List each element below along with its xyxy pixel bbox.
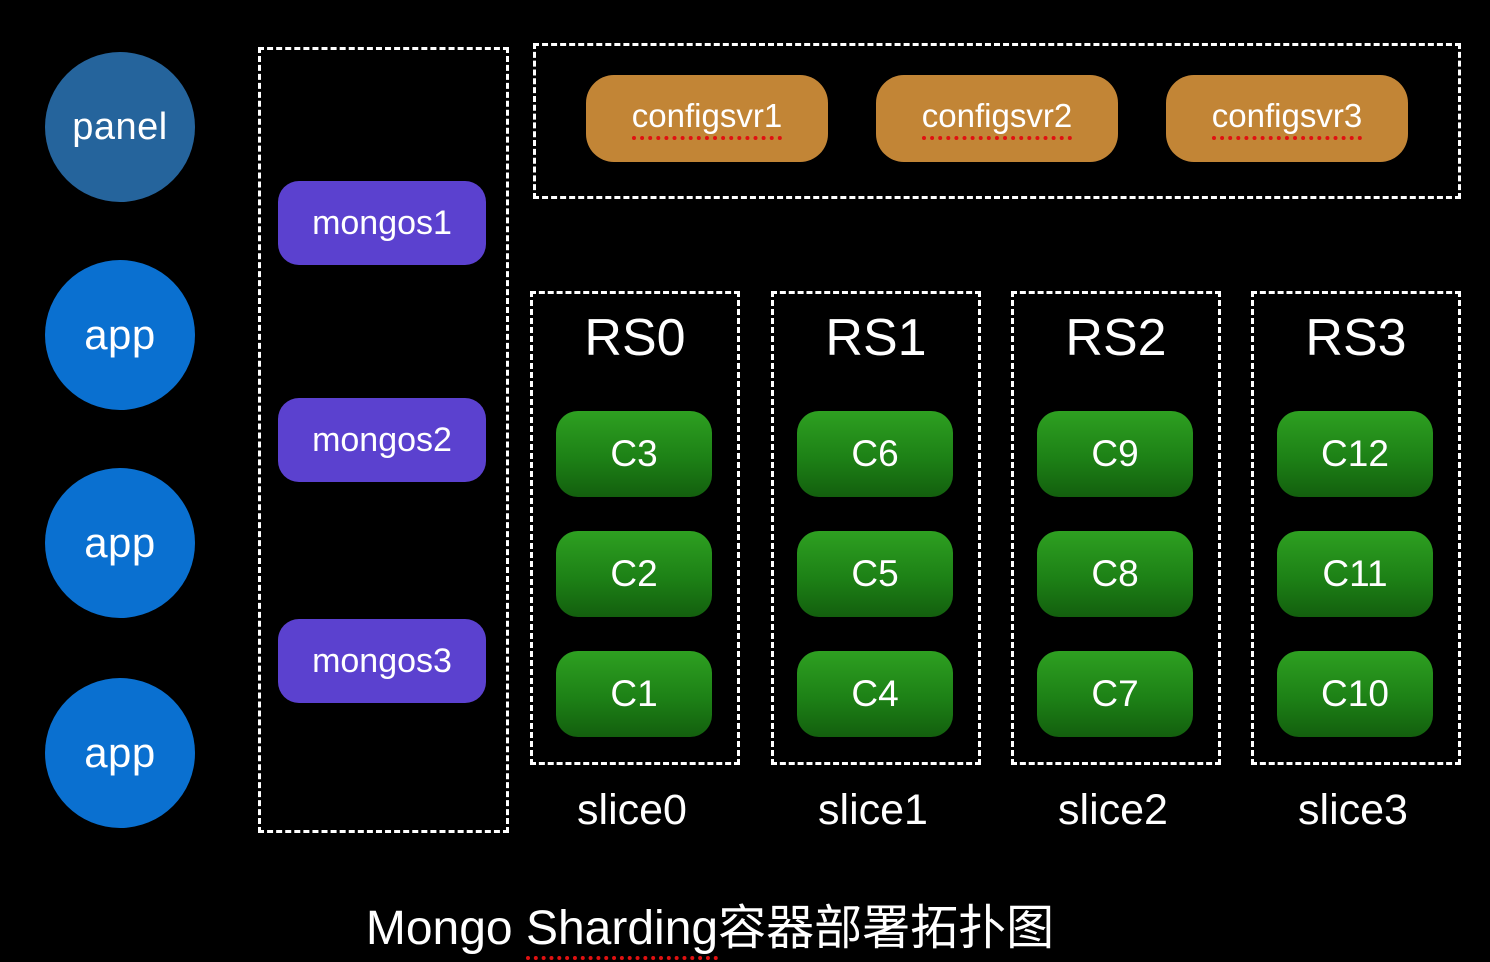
diagram-title-pre: Mongo (365, 902, 526, 955)
container-node: C10 (1277, 651, 1433, 737)
configsvr-group-box: configsvr1 configsvr2 configsvr3 (533, 43, 1461, 199)
container-label: C7 (1091, 673, 1139, 714)
panel-node-label: panel (72, 105, 168, 148)
configsvr3-label: configsvr3 (1211, 97, 1363, 140)
container-node: C6 (797, 411, 953, 497)
rs1-title: RS1 (825, 309, 927, 367)
slice2-label: slice2 (1058, 786, 1168, 834)
app-node-label: app (84, 729, 156, 776)
container-label: C12 (1321, 433, 1389, 474)
rs3-title: RS3 (1305, 309, 1407, 367)
rs0-title: RS0 (584, 309, 686, 367)
container-label: C3 (610, 433, 658, 474)
container-label: C1 (610, 673, 658, 714)
mongos1-node: mongos1 (278, 181, 486, 265)
container-node: C4 (797, 651, 953, 737)
slice1-label: slice1 (818, 786, 928, 834)
rs2-title: RS2 (1065, 309, 1167, 367)
slice3-label: slice3 (1298, 786, 1408, 834)
diagram-title-post: 容器部署拓扑图 (718, 902, 1055, 955)
container-node: C3 (556, 411, 712, 497)
container-node: C9 (1037, 411, 1193, 497)
configsvr1-label: configsvr1 (631, 97, 783, 140)
container-label: C8 (1091, 553, 1139, 594)
app-node-2: app (45, 468, 195, 618)
diagram-title-misspelled-word: Sharding (525, 902, 719, 960)
replica-set-rs2-box: RS2 C9 C8 C7 (1011, 291, 1221, 765)
replica-set-rs0-box: RS0 C3 C2 C1 (530, 291, 740, 765)
container-label: C6 (851, 433, 899, 474)
container-label: C2 (610, 553, 658, 594)
app-node-label: app (84, 311, 156, 358)
container-node: C11 (1277, 531, 1433, 617)
app-node-label: app (84, 519, 156, 566)
container-label: C9 (1091, 433, 1139, 474)
container-label: C4 (851, 673, 899, 714)
configsvr3-node: configsvr3 (1166, 75, 1408, 162)
app-node-3: app (45, 678, 195, 828)
container-node: C8 (1037, 531, 1193, 617)
mongos2-node: mongos2 (278, 398, 486, 482)
container-label: C5 (851, 553, 899, 594)
container-node: C5 (797, 531, 953, 617)
container-label: C10 (1321, 673, 1389, 714)
configsvr1-node: configsvr1 (586, 75, 828, 162)
mongos3-node: mongos3 (278, 619, 486, 703)
app-node-1: app (45, 260, 195, 410)
mongos2-label: mongos2 (312, 420, 452, 459)
container-node: C2 (556, 531, 712, 617)
replica-set-rs1-box: RS1 C6 C5 C4 (771, 291, 981, 765)
replica-set-rs3-box: RS3 C12 C11 C10 (1251, 291, 1461, 765)
mongos-group-box: mongos1 mongos2 mongos3 (258, 47, 509, 833)
configsvr2-label: configsvr2 (921, 97, 1073, 140)
container-node: C7 (1037, 651, 1193, 737)
slice0-label: slice0 (577, 786, 687, 834)
container-label: C11 (1322, 553, 1388, 594)
container-node: C12 (1277, 411, 1433, 497)
panel-node: panel (45, 52, 195, 202)
container-node: C1 (556, 651, 712, 737)
mongos3-label: mongos3 (312, 641, 452, 680)
mongos1-label: mongos1 (312, 203, 452, 242)
diagram-title: Mongo Sharding容器部署拓扑图 (0, 888, 1420, 960)
configsvr2-node: configsvr2 (876, 75, 1118, 162)
